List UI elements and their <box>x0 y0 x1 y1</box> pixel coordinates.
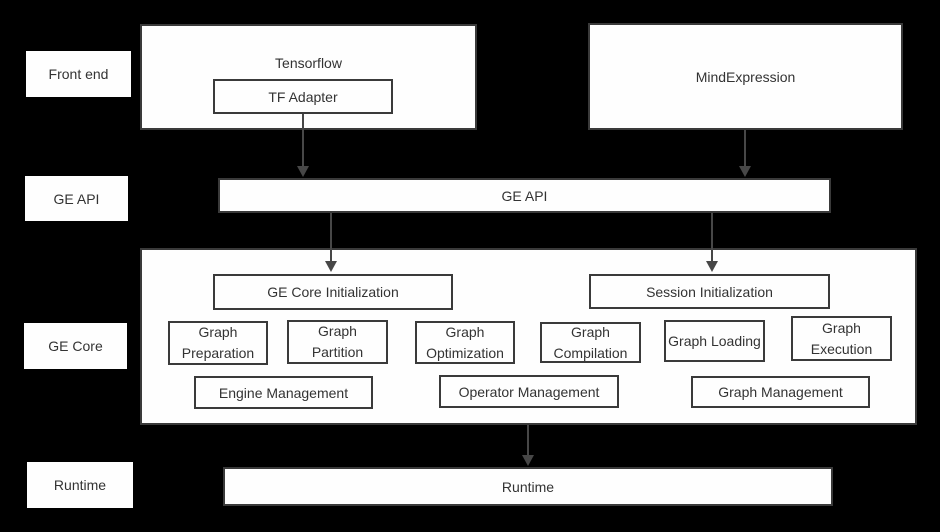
graph-compilation-label: Graph Compilation <box>553 323 628 361</box>
arrow-mindexpression-to-ge-api <box>739 130 751 177</box>
runtime-bar-label: Runtime <box>501 478 555 495</box>
session-initialization-label: Session Initialization <box>646 283 773 300</box>
arrowhead-down-icon <box>522 455 534 466</box>
row-label-front-end: Front end <box>26 51 131 97</box>
graph-preparation-box: Graph Preparation <box>168 321 268 365</box>
graph-execution-box: Graph Execution <box>791 316 892 361</box>
ge-api-bar-label: GE API <box>501 187 548 204</box>
operator-management-label: Operator Management <box>458 383 600 400</box>
tf-adapter-label: TF Adapter <box>268 88 338 105</box>
graph-execution-label: Graph Execution <box>810 319 873 357</box>
arrowhead-down-icon <box>297 166 309 177</box>
graph-partition-label: Graph Partition <box>311 323 364 360</box>
graph-management-box: Graph Management <box>691 376 870 408</box>
arrowhead-down-icon <box>706 261 718 272</box>
graph-compilation-box: Graph Compilation <box>540 322 641 363</box>
mindexpression-label: MindExpression <box>695 68 796 85</box>
arrow-stem <box>302 114 304 166</box>
row-label-ge-core: GE Core <box>24 323 127 369</box>
arrow-ge-api-to-session-initialization <box>706 213 718 272</box>
engine-management-label: Engine Management <box>218 384 349 401</box>
arrowhead-down-icon <box>325 261 337 272</box>
ge-api-bar: GE API <box>218 178 831 213</box>
ge-core-initialization-label: GE Core Initialization <box>267 284 399 300</box>
arrow-ge-api-to-ge-core-initialization <box>325 213 337 272</box>
row-label-runtime-text: Runtime <box>53 477 107 493</box>
row-label-front-end-text: Front end <box>48 66 109 82</box>
graph-loading-box: Graph Loading <box>664 320 765 362</box>
row-label-runtime: Runtime <box>27 462 133 508</box>
mindexpression-box: MindExpression <box>588 23 903 130</box>
graph-preparation-label: Graph Preparation <box>181 324 255 361</box>
graph-loading-label: Graph Loading <box>668 332 761 349</box>
arrow-ge-core-to-runtime <box>522 425 534 466</box>
ge-core-initialization-box: GE Core Initialization <box>213 274 453 310</box>
graph-management-label: Graph Management <box>718 384 843 400</box>
graph-partition-box: Graph Partition <box>287 320 388 364</box>
graph-optimization-label: Graph Optimization <box>426 323 504 361</box>
engine-management-box: Engine Management <box>194 376 373 409</box>
operator-management-box: Operator Management <box>439 375 619 408</box>
arrow-stem <box>744 130 746 166</box>
tf-adapter-box: TF Adapter <box>213 79 393 114</box>
session-initialization-box: Session Initialization <box>589 274 830 309</box>
arrow-tf-adapter-to-ge-api <box>297 114 309 177</box>
arrow-stem <box>527 425 529 455</box>
tensorflow-title: Tensorflow <box>275 55 342 71</box>
arrow-stem <box>330 213 332 261</box>
row-label-ge-core-text: GE Core <box>48 338 103 354</box>
tensorflow-box: Tensorflow TF Adapter <box>140 24 477 130</box>
row-label-ge-api-text: GE API <box>53 190 100 207</box>
graph-optimization-box: Graph Optimization <box>415 321 515 364</box>
arrow-stem <box>711 213 713 261</box>
runtime-bar: Runtime <box>223 467 833 506</box>
row-label-ge-api: GE API <box>25 176 128 221</box>
arrowhead-down-icon <box>739 166 751 177</box>
